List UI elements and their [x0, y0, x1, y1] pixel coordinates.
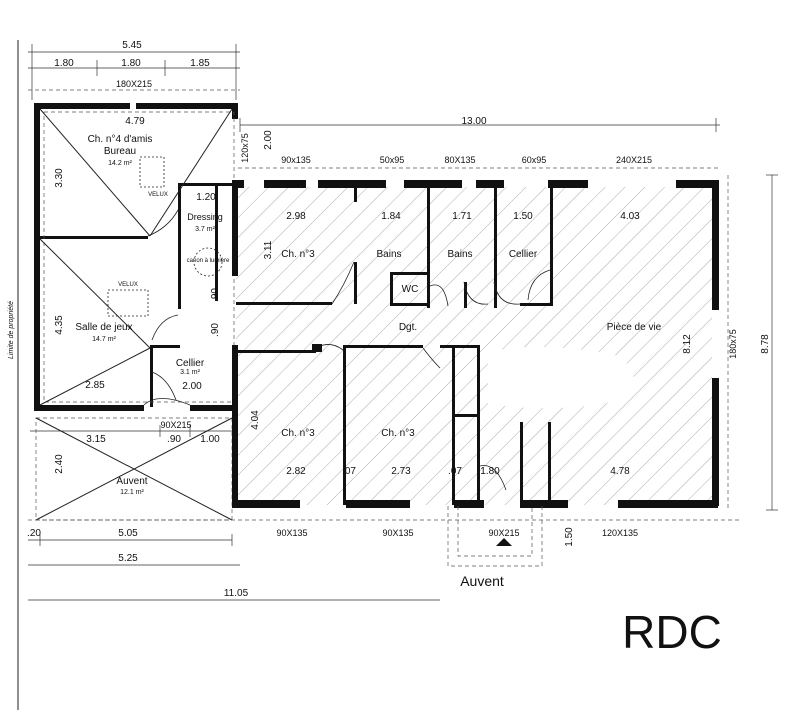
sep2-dim: .07 [448, 466, 462, 477]
top-window-2: 50x95 [380, 155, 405, 165]
bottom-window-2: 90X135 [382, 528, 413, 538]
bureau-area: 14.2 m² [108, 160, 132, 167]
auvent-small-name: Auvent [116, 476, 147, 487]
top-window-5: 240X215 [616, 155, 652, 165]
bottom-525-dim: 5.25 [118, 553, 138, 564]
auvent-depth-main: 1.50 [564, 527, 575, 547]
velux-label-2: VELUX [118, 282, 138, 288]
ch3-top-depth: 3.11 [263, 240, 274, 259]
bureau-name-2: Bureau [104, 146, 136, 157]
property-limit-label: Limite de propriété [8, 301, 15, 359]
plan-title: RDC [622, 606, 722, 658]
ch3-left-name: Ch. n°3 [281, 428, 315, 439]
main-house [232, 180, 719, 508]
cellier-width: 1.50 [513, 211, 533, 222]
auvent-dim-2: .90 [167, 434, 181, 445]
bureau-name-1: Ch. n°4 d'amis [88, 134, 153, 145]
cellier-small-width: 2.00 [182, 381, 202, 392]
bureau-depth-dim: 3.30 [54, 168, 65, 188]
right-height-outer-dim: 8.78 [760, 334, 771, 354]
door-215-label: 90X215 [160, 420, 191, 430]
cellier-name: Cellier [509, 249, 538, 260]
bains2-width: 1.71 [452, 211, 472, 222]
dressing-area: 3.7 m² [195, 226, 216, 233]
sep1-dim: .07 [342, 466, 356, 477]
top-window-3: 80X135 [444, 155, 475, 165]
salle-jeux-width-dim: 2.85 [85, 380, 105, 391]
top-overall-dim: 5.45 [122, 40, 142, 51]
cellier-small-area: 3.1 m² [180, 369, 201, 376]
ch3-right-name: Ch. n°3 [381, 428, 415, 439]
salle-jeux-name: Salle de jeux [75, 322, 132, 333]
top-window-label: 180X215 [116, 79, 152, 89]
auvent-depth-dim: 2.40 [54, 454, 65, 474]
salle-jeux-depth-dim: 4.35 [54, 315, 65, 335]
right-window-dim: 180x75 [728, 329, 738, 359]
ch3-top-name: Ch. n°3 [281, 249, 315, 260]
canon-label: canon à lumière [187, 258, 230, 264]
left-wing [34, 103, 238, 411]
auvent-title: Auvent [460, 573, 504, 589]
velux-label-1: VELUX [148, 192, 168, 198]
ch3-left-depth: 4.04 [250, 410, 261, 430]
bureau-width-dim: 4.79 [125, 116, 145, 127]
bains1-width: 1.84 [381, 211, 401, 222]
bottom-window-4: 120X135 [602, 528, 638, 538]
entry-width-dim: 1.80 [480, 466, 500, 477]
left-height-dim: 2.00 [263, 130, 274, 150]
right-height-inner-dim: 8.12 [682, 334, 693, 354]
door-width-b: .90 [210, 323, 221, 337]
ch3-top-width: 2.98 [286, 211, 306, 222]
bottom-505-dim: 5.05 [118, 528, 138, 539]
bottom-window-1: 90X135 [276, 528, 307, 538]
auvent-small-area [35, 417, 233, 521]
overall-width-dim: 13.00 [461, 116, 486, 127]
bottom-overall-dim: 11.05 [224, 588, 249, 599]
wc-label: WC [402, 284, 419, 295]
dressing-width-dim: 1.20 [196, 192, 216, 203]
bottom-020-dim: .20 [27, 528, 41, 539]
piece-vie-width: 4.03 [620, 211, 640, 222]
auvent-small-area-value: 12.1 m² [120, 489, 144, 496]
top-seg3-dim: 1.85 [190, 58, 210, 69]
door-width-a: .90 [210, 288, 221, 302]
entry-porch [447, 506, 543, 567]
ch3-right-width: 2.73 [391, 466, 411, 477]
left-window-dim: 120x75 [240, 133, 250, 163]
top-window-1: 90x135 [281, 155, 311, 165]
top-seg2-dim: 1.80 [121, 58, 141, 69]
cellier-small-name: Cellier [176, 358, 205, 369]
bottom-window-3: 90X215 [488, 528, 519, 538]
top-seg1-dim: 1.80 [54, 58, 74, 69]
dgt-label: Dgt. [399, 322, 417, 333]
bains2-name: Bains [447, 249, 472, 260]
top-window-4: 60x95 [522, 155, 547, 165]
salle-jeux-area: 14.7 m² [92, 336, 116, 343]
piece-vie-name: Pièce de vie [607, 322, 662, 333]
top-dimension-lines [28, 44, 240, 100]
bains1-name: Bains [376, 249, 401, 260]
auvent-dim-1: 3.15 [86, 434, 106, 445]
piece-vie-bottom-width: 4.78 [610, 466, 630, 477]
ch3-left-width: 2.82 [286, 466, 306, 477]
auvent-dim-3: 1.00 [200, 434, 220, 445]
dressing-name: Dressing [187, 212, 223, 222]
